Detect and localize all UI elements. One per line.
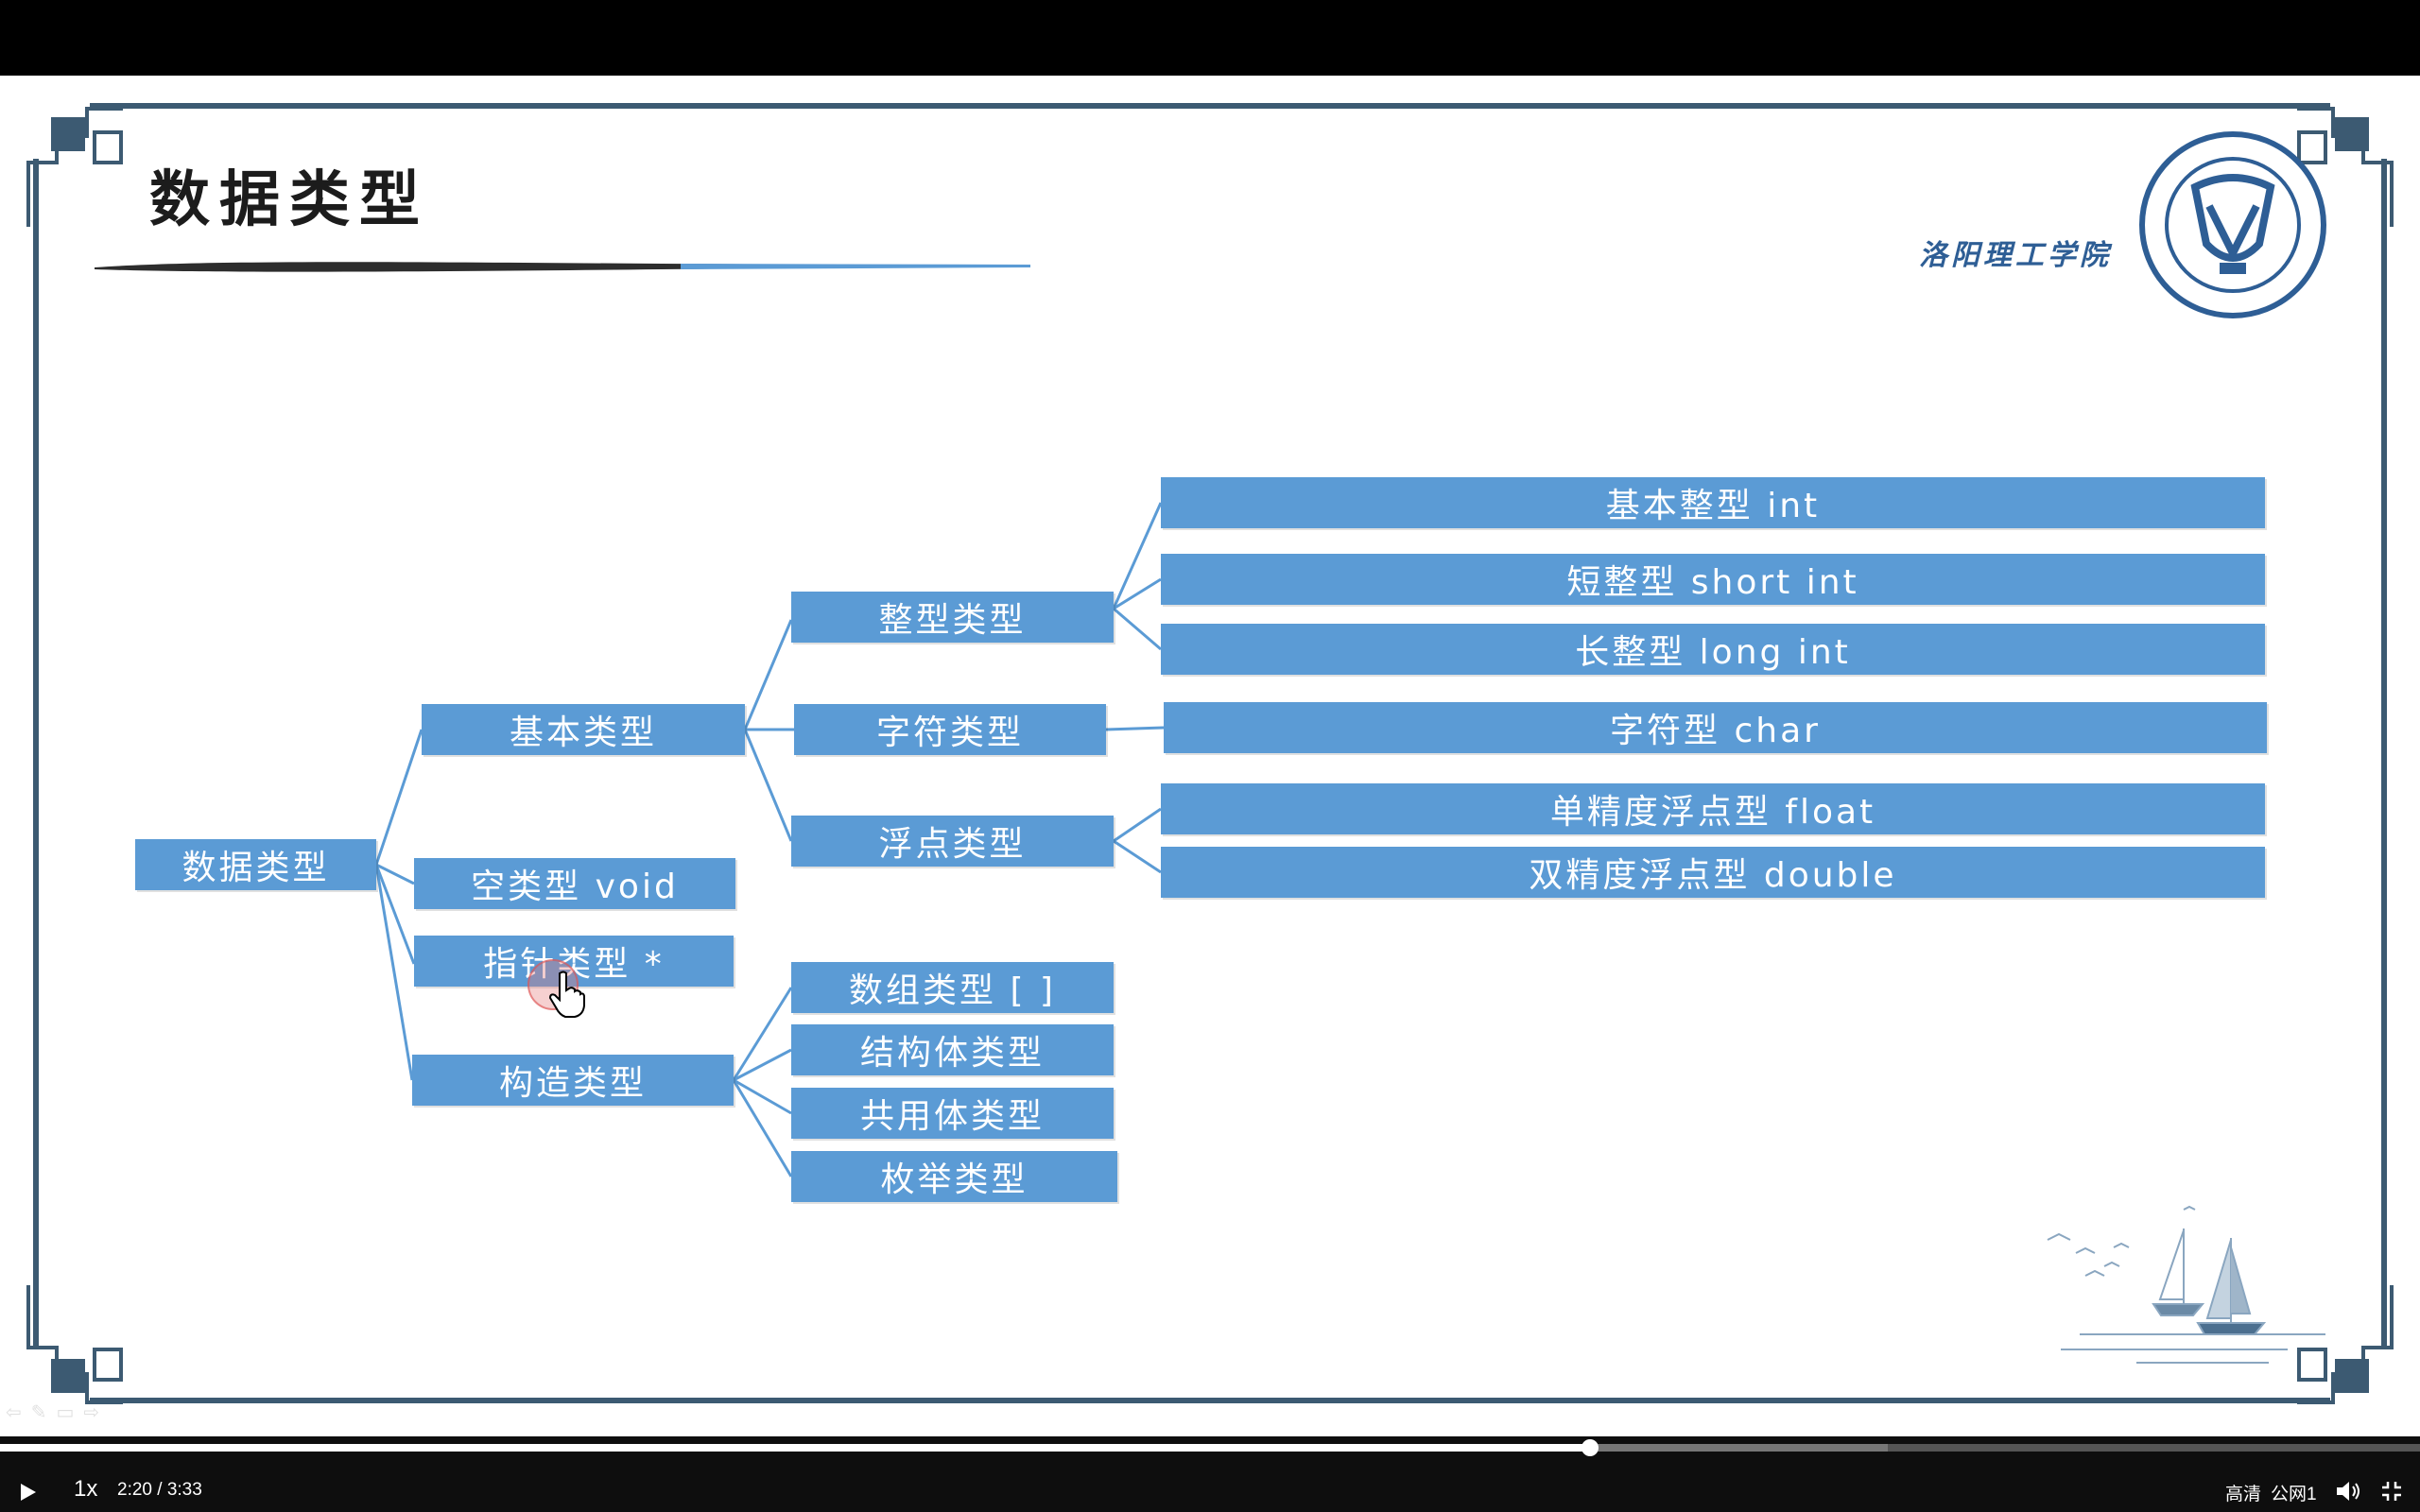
node-char-types: 字符类型 [794, 704, 1106, 755]
node-long-int: 长整型 long int [1161, 624, 2265, 675]
node-array-type: 数组类型 [ ] [791, 962, 1114, 1013]
line-select-button[interactable]: 公网1 [2271, 1485, 2317, 1504]
time-display: 2:20 / 3:33 [117, 1480, 202, 1501]
play-icon[interactable] [17, 1482, 38, 1503]
progress-scrubber[interactable] [1581, 1439, 1599, 1456]
node-short-int: 短整型 short int [1161, 554, 2265, 605]
node-float-types: 浮点类型 [791, 816, 1114, 867]
school-seal-logo [2139, 131, 2326, 318]
top-black-bar [0, 0, 2420, 76]
slide-canvas: 数据类型 洛阳理工学院 [0, 76, 2420, 1436]
sailboat-decoration [2047, 1205, 2325, 1364]
played-bar [0, 1444, 1590, 1452]
duration: 3:33 [166, 1480, 202, 1500]
slide-title: 数据类型 [149, 164, 429, 235]
node-struct-type: 结构体类型 [791, 1024, 1114, 1075]
node-integer-types: 整型类型 [791, 592, 1114, 643]
playback-speed-button[interactable]: 1x [74, 1476, 98, 1502]
node-double: 双精度浮点型 double [1161, 847, 2265, 898]
slides-icon[interactable]: ▭ [56, 1400, 75, 1423]
tree-connectors [374, 502, 1165, 1177]
volume-icon[interactable] [2335, 1480, 2361, 1503]
node-data-types: 数据类型 [135, 839, 376, 890]
node-union-type: 共用体类型 [791, 1088, 1114, 1139]
school-name-text: 洛阳理工学院 [1919, 239, 2112, 272]
slide-toolbar-faint: ⇦ ✎ ▭ ⇨ [6, 1400, 99, 1423]
forward-arrow-icon[interactable]: ⇨ [83, 1400, 100, 1423]
node-void-type: 空类型 void [414, 858, 735, 909]
node-enum-type: 枚举类型 [791, 1151, 1117, 1202]
fullscreen-exit-icon[interactable] [2380, 1480, 2403, 1503]
node-constructed-types: 构造类型 [412, 1055, 734, 1106]
back-arrow-icon[interactable]: ⇦ [6, 1400, 22, 1423]
time-separator: / [157, 1480, 163, 1500]
node-int: 基本整型 int [1161, 477, 2265, 528]
current-time: 2:20 [117, 1480, 152, 1500]
pen-icon[interactable]: ✎ [30, 1400, 47, 1423]
video-player-bar: 1x 2:20 / 3:33 高清 公网1 [0, 1436, 2420, 1512]
decorative-frame [26, 103, 2394, 1404]
node-char: 字符型 char [1164, 702, 2267, 753]
node-float: 单精度浮点型 float [1161, 783, 2265, 834]
brush-stroke-divider [95, 262, 1030, 272]
hand-cursor-icon [548, 971, 585, 1018]
quality-button[interactable]: 高清 [2225, 1485, 2262, 1504]
node-basic-types: 基本类型 [422, 704, 745, 755]
